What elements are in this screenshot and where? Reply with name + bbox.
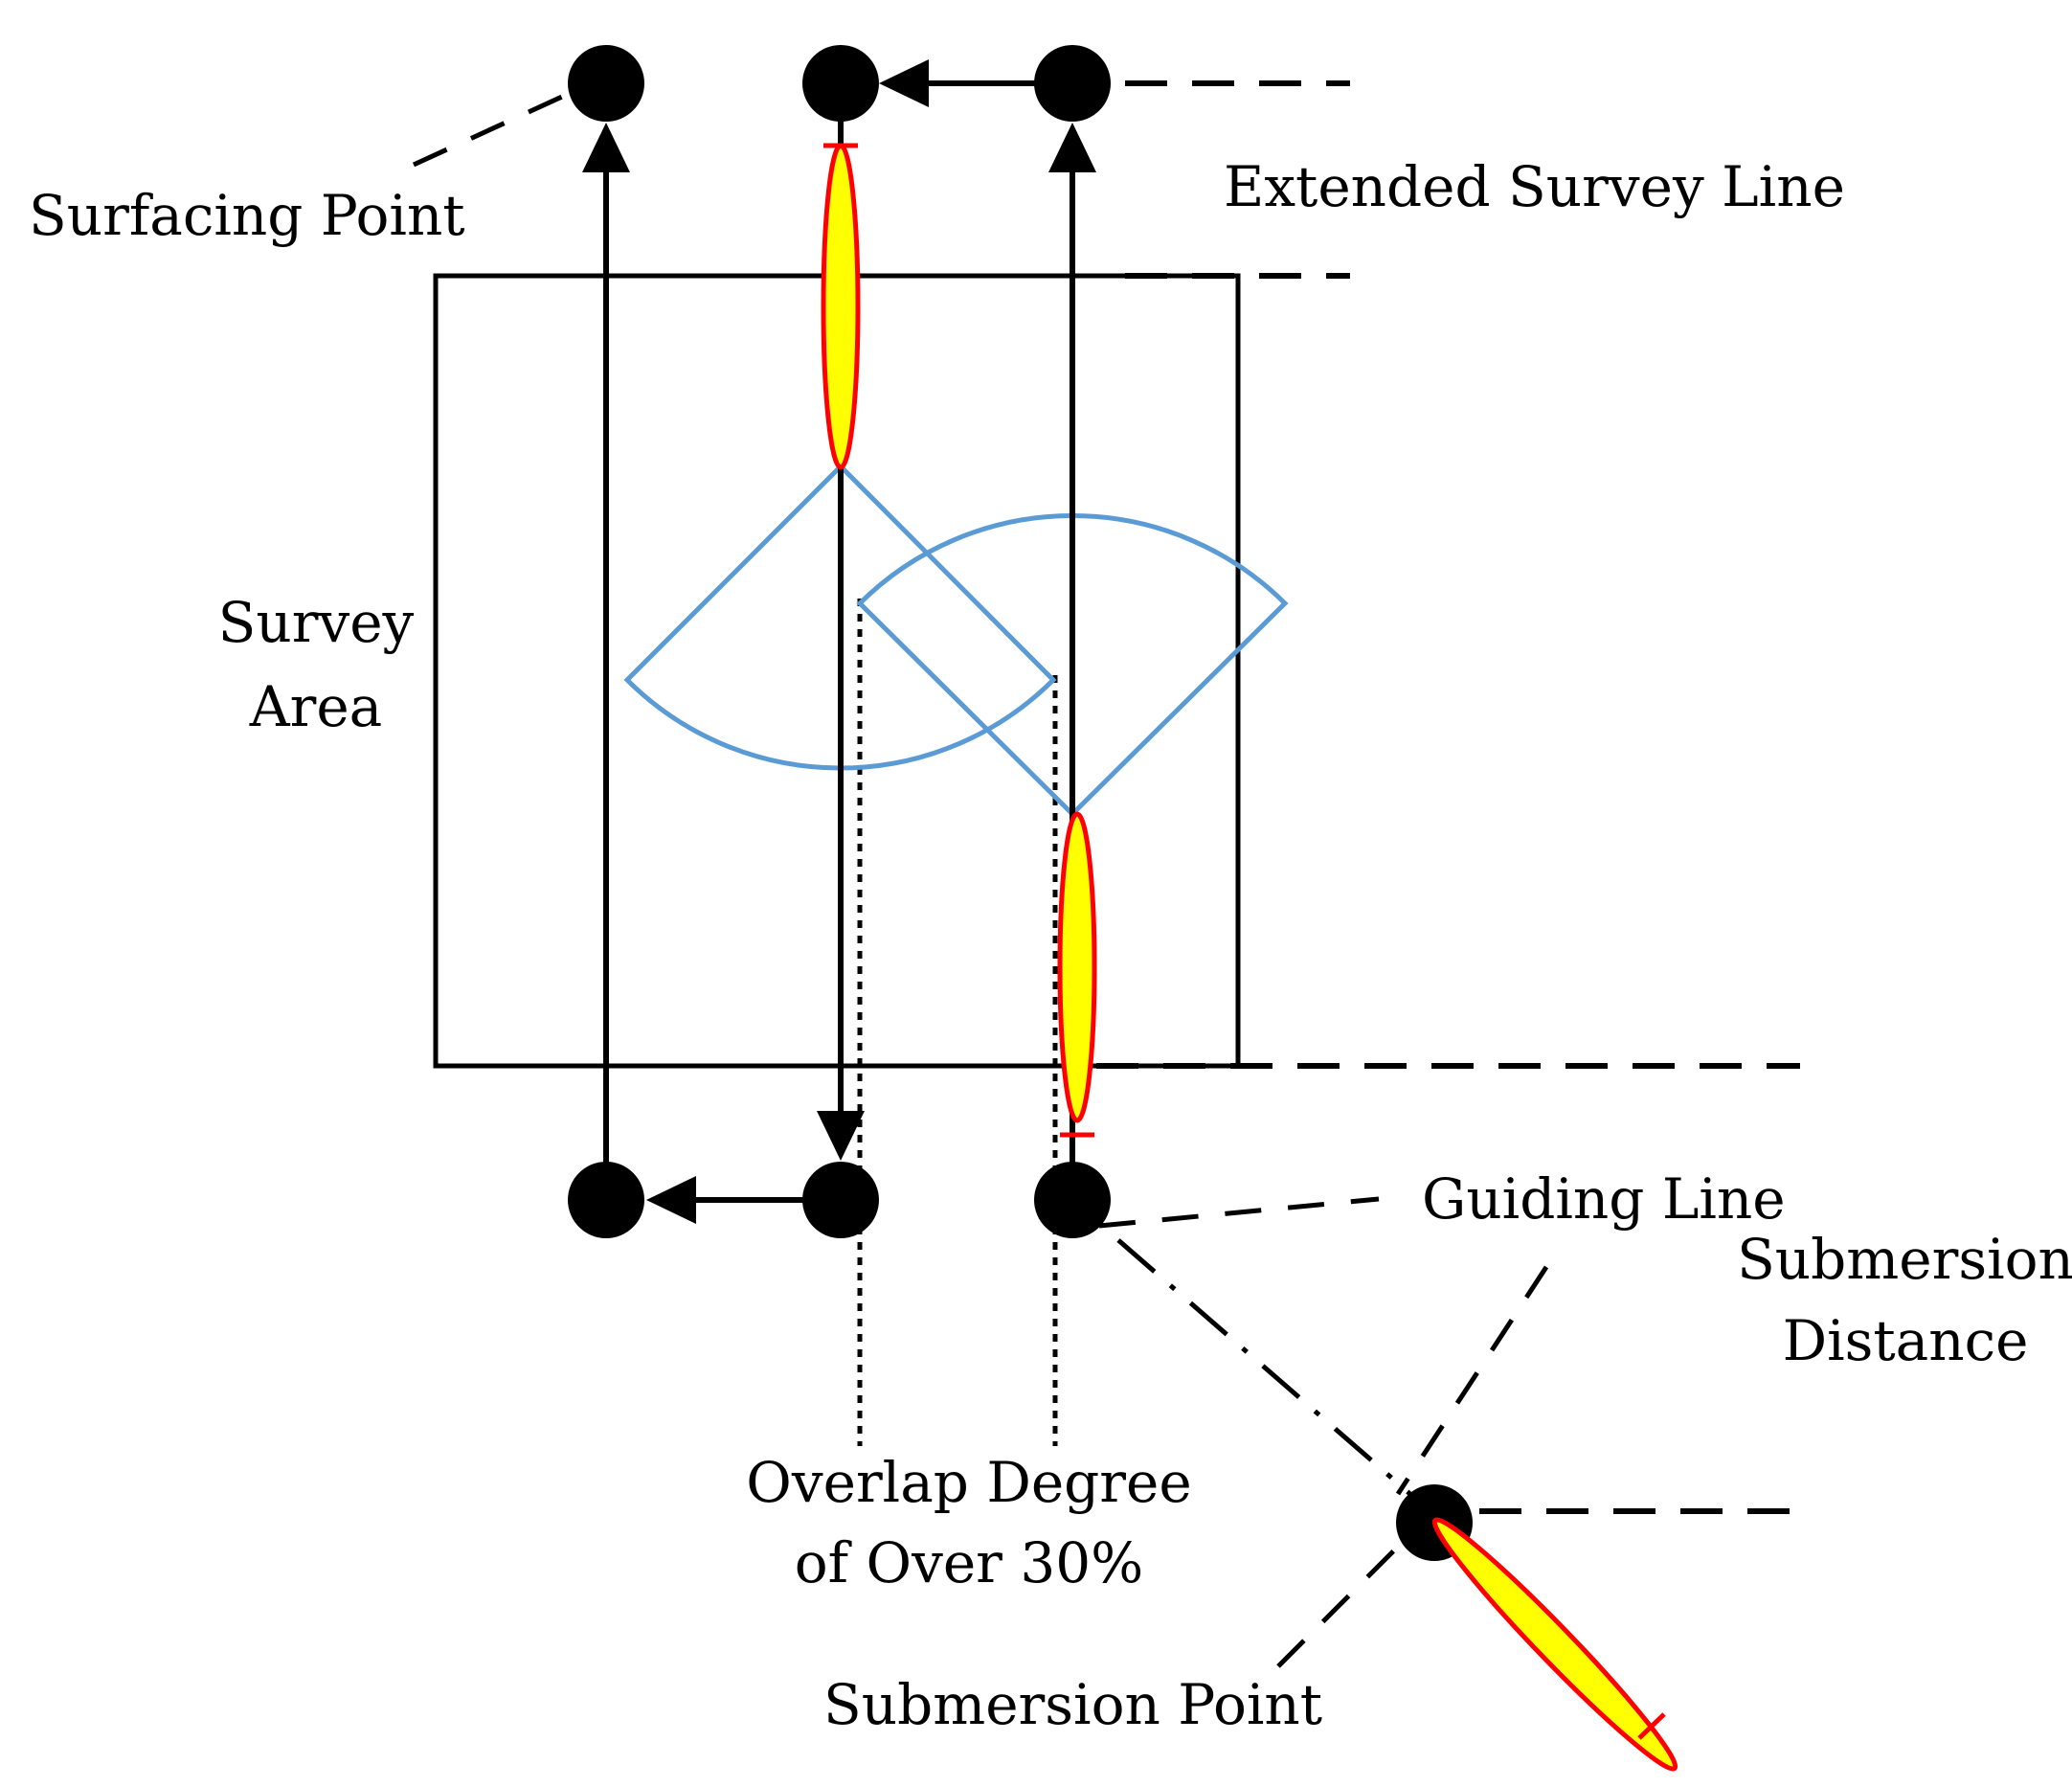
- submersion-point-label: Submersion Point: [823, 1672, 1322, 1737]
- auv-diving-icon: [1431, 1517, 1678, 1772]
- submersion-distance-label-line2: Distance: [1783, 1308, 2029, 1373]
- surfacing-point-leader: [412, 88, 576, 168]
- arrowheads: [582, 59, 1096, 1224]
- sonar-fans: [623, 463, 1289, 818]
- arrow-up-right: [1048, 123, 1096, 172]
- overlap-label-line2: of Over 30%: [795, 1530, 1144, 1595]
- auv-right-icon: [1057, 811, 1097, 1123]
- diving-auv: [1431, 1517, 1678, 1772]
- waypoints: [568, 45, 1473, 1561]
- surfacing-point-label: Surfacing Point: [29, 183, 465, 248]
- waypoint-bottom-right-icon: [1034, 1162, 1111, 1238]
- submersion-distance-leader: [1395, 1265, 1549, 1496]
- auv-vehicles: [821, 143, 1097, 1138]
- guiding-line-leader: [1098, 1196, 1380, 1229]
- extended-survey-line-label: Extended Survey Line: [1224, 154, 1845, 219]
- arrow-up-left: [582, 123, 630, 172]
- submersion-point-leader: [1276, 1535, 1409, 1668]
- arrow-down-middle: [817, 1111, 865, 1161]
- auv-diving-tail: [1637, 1712, 1666, 1740]
- overlap-dotted-lines: [857, 599, 1058, 1446]
- survey-area-label-line2: Area: [249, 674, 383, 739]
- submersion-distance-label-line1: Submersion: [1737, 1227, 2072, 1292]
- waypoint-bottom-middle-icon: [802, 1162, 879, 1238]
- auv-top-icon: [821, 143, 861, 470]
- arrow-left-top: [879, 59, 929, 107]
- waypoint-top-left-icon: [568, 45, 644, 122]
- waypoint-top-middle-icon: [802, 45, 879, 122]
- leader-lines: [412, 88, 1549, 1668]
- guiding-line-label: Guiding Line: [1422, 1166, 1786, 1232]
- extended-boundary-dashes: [1096, 80, 1800, 1514]
- guiding-line: [1116, 1238, 1429, 1510]
- waypoint-bottom-left-icon: [568, 1162, 644, 1238]
- survey-area-label-line1: Survey: [218, 590, 415, 655]
- arrow-left-bottom: [646, 1176, 696, 1224]
- overlap-label-line1: Overlap Degree: [746, 1450, 1191, 1515]
- waypoint-top-right-icon: [1034, 45, 1111, 122]
